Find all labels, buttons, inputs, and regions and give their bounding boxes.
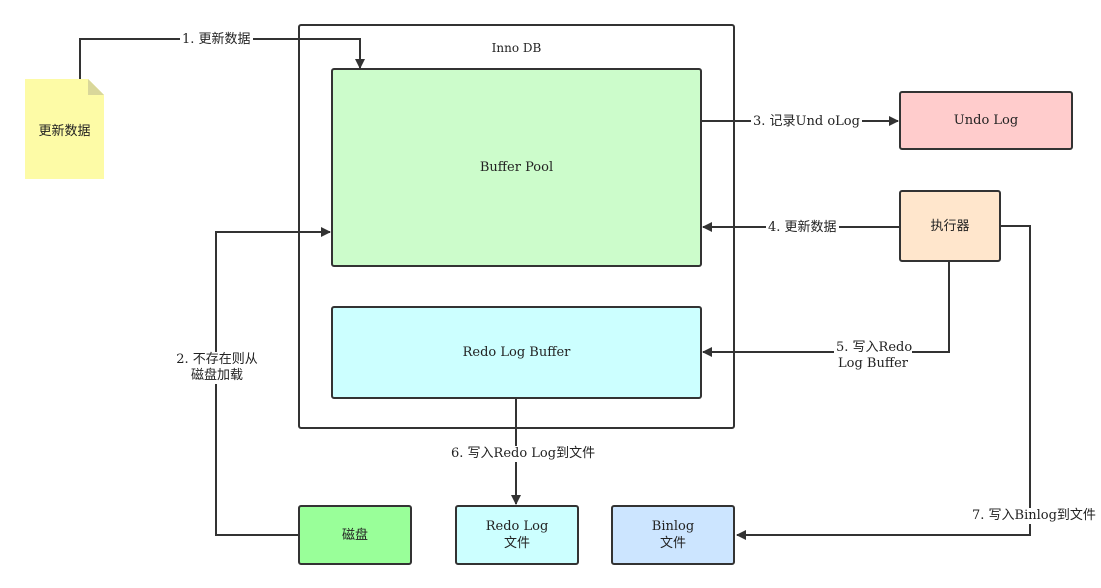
step-2-label-line2: 磁盘加载 [190, 368, 243, 383]
executor-box: 执行器 [899, 190, 1001, 262]
buffer-pool-label: Buffer Pool [479, 160, 554, 175]
update-data-note: 更新数据 [25, 79, 104, 179]
binlog-file-box: Binlog 文件 [611, 505, 735, 565]
undo-log-box: Undo Log [899, 91, 1073, 150]
step-2-label-line1: 2. 不存在则从 [176, 352, 258, 367]
redo-log-buffer-label: Redo Log Buffer [462, 345, 571, 360]
disk-box: 磁盘 [298, 505, 412, 565]
executor-label: 执行器 [930, 218, 970, 234]
redo-log-buffer-box: Redo Log Buffer [331, 306, 702, 399]
connector-5 [702, 262, 950, 357]
step-2-label: 2. 不存在则从 磁盘加载 [172, 352, 262, 384]
step-7-label: 7. 写入Binlog到文件 [970, 508, 1098, 524]
buffer-pool-box: Buffer Pool [331, 68, 702, 267]
connector-7 [736, 225, 1031, 540]
step-5-label: 5. 写入Redo Log Buffer [834, 340, 912, 372]
step-4-label: 4. 更新数据 [766, 220, 839, 236]
step-3-label: 3. 记录Und oLog [751, 114, 862, 130]
update-data-note-label: 更新数据 [38, 123, 91, 139]
undo-log-label: Undo Log [953, 113, 1019, 128]
disk-label: 磁盘 [341, 527, 368, 543]
binlog-file-label-line1: Binlog [651, 519, 695, 534]
innodb-label: Inno DB [491, 41, 542, 55]
redo-log-file-label-line2: 文件 [503, 536, 530, 551]
step-5-label-line1: 5. 写入Redo [836, 340, 913, 355]
innodb-container: Inno DB [298, 24, 735, 429]
binlog-file-label-line2: 文件 [659, 536, 686, 551]
redo-log-file-label-line1: Redo Log [485, 519, 549, 534]
redo-log-file-box: Redo Log 文件 [455, 505, 579, 565]
step-5-label-line2: Log Buffer [838, 356, 908, 371]
step-6-label: 6. 写入Redo Log到文件 [449, 446, 598, 462]
step-1-label: 1. 更新数据 [180, 32, 253, 48]
